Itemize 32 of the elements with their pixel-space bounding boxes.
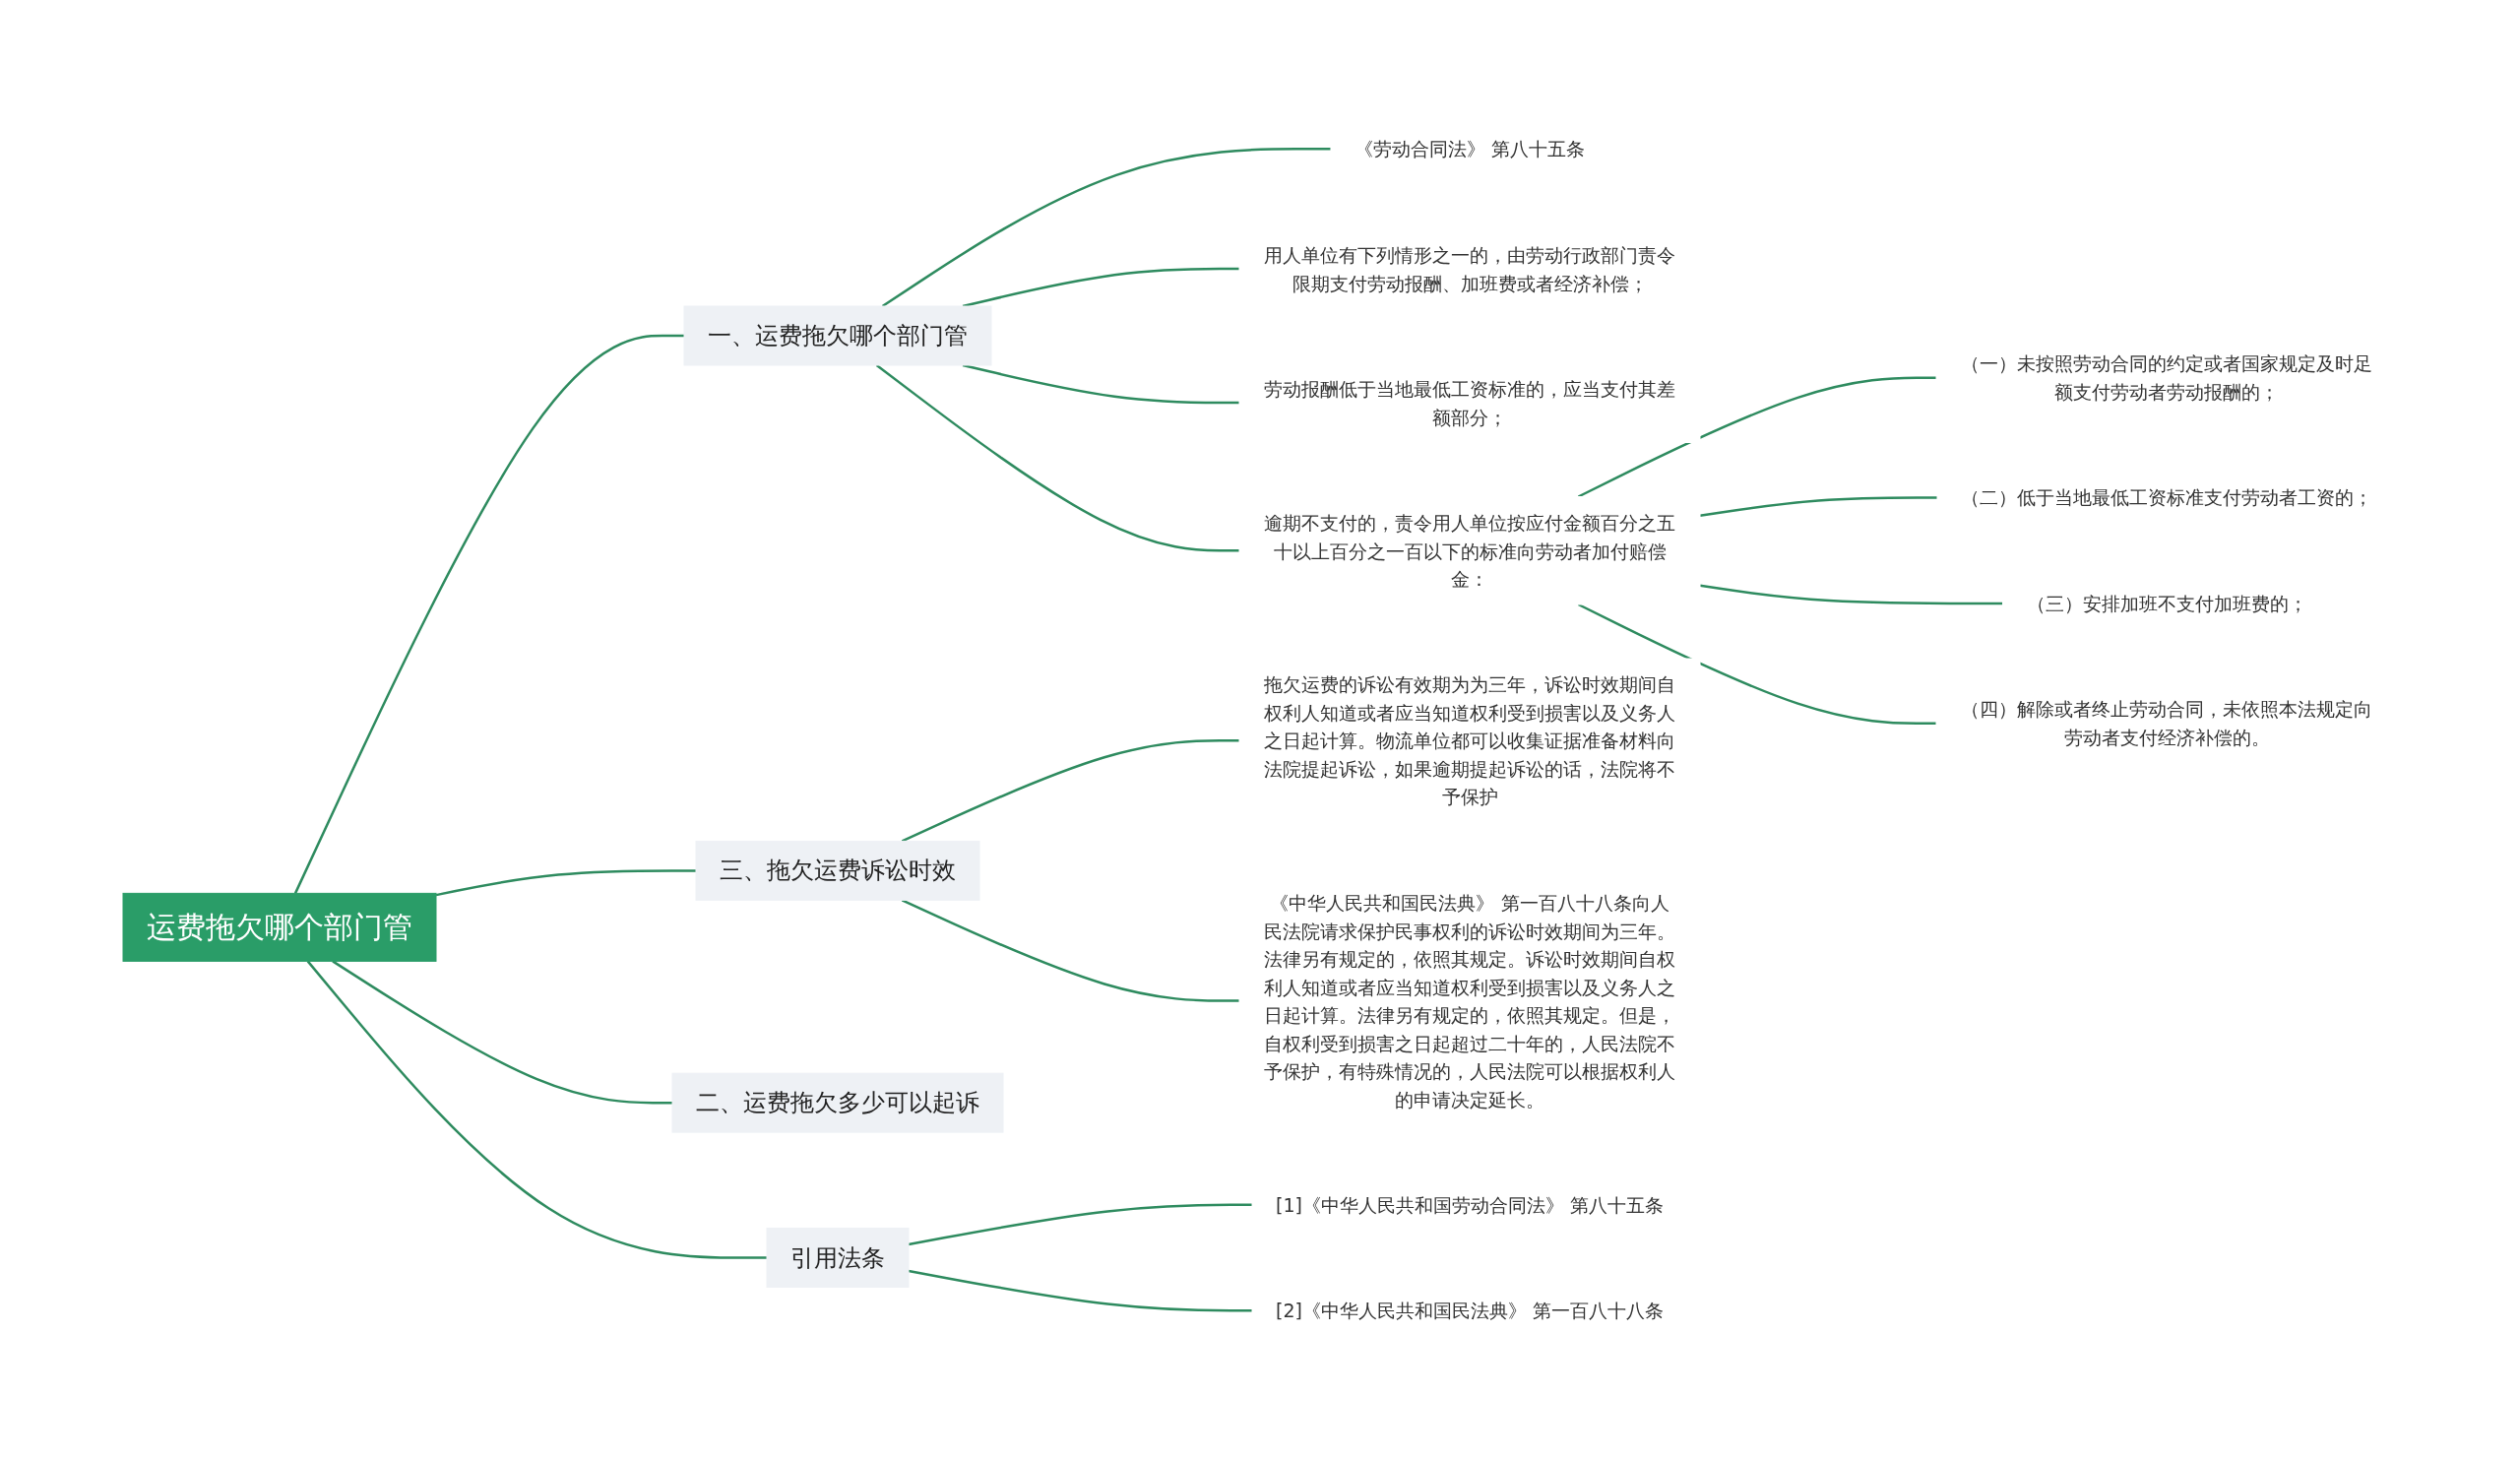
connector xyxy=(1699,584,2003,605)
node-box: 二、运费拖欠多少可以起诉 xyxy=(671,1072,1004,1133)
node-text: 用人单位有下列情形之一的，由劳动行政部门责令限期支付劳动报酬、加班费或者经济补偿； xyxy=(1264,243,1675,294)
connector xyxy=(908,1203,1252,1246)
connector xyxy=(435,869,696,897)
node-text: 《中华人民共和国民法典》 第一百八十八条向人民法院请求保护民事权利的诉讼时效期间为三年。法律另有规定的，依照其规定。诉讼时效期间自权利人知道或者应当知道权利受到损害以及义务人之日起计算。法律另有规定的，依照其规定。但是，自权利受到损害之日起超过二十年的，人民法院不予保护，有特殊情况的，人民法院可以根据权利人的申请决定延长。 xyxy=(1264,891,1675,1111)
node-text: 拖欠运费的诉讼有效期为为三年，诉讼时效期间自权利人知道或者应当知道权利受到损害以及义务人之日起计算。物流单位都可以收集证据准备材料向法院提起诉讼，如果逾期提起诉讼的话，法院将不予保护 xyxy=(1264,673,1675,808)
connector xyxy=(881,148,1331,308)
node-text: （二）低于当地最低工资标准支付劳动者工资的； xyxy=(1961,486,2372,509)
node-text: [1]《中华人民共和国劳动合同法》 第八十五条 xyxy=(1276,1193,1664,1216)
connector xyxy=(306,960,767,1259)
node-text: （一）未按照劳动合同的约定或者国家规定及时足额支付劳动者劳动报酬的； xyxy=(1961,352,2372,403)
node-text: （三）安排加班不支付加班费的； xyxy=(2026,593,2307,614)
node-text: 《劳动合同法》 第八十五条 xyxy=(1354,138,1586,160)
connector xyxy=(901,899,1239,1002)
connector xyxy=(332,960,672,1105)
connector xyxy=(1577,603,1936,726)
connector xyxy=(1577,376,1936,498)
node-box: 一、运费拖欠哪个部门管 xyxy=(683,305,992,366)
connector xyxy=(962,268,1239,308)
connector xyxy=(1699,496,1937,518)
node-text: 逾期不支付的，责令用人单位按应付金额百分之五十以上百分之一百以下的标准向劳动者加付赔偿金： xyxy=(1264,511,1675,590)
node-box: 引用法条 xyxy=(766,1228,910,1289)
connector xyxy=(875,364,1239,552)
connector xyxy=(901,739,1239,843)
node-box: 三、拖欠运费诉讼时效 xyxy=(695,841,980,902)
node-box: 运费拖欠哪个部门管 xyxy=(122,893,437,963)
connector xyxy=(908,1269,1252,1312)
connector xyxy=(293,335,684,895)
node-text: 劳动报酬低于当地最低工资标准的，应当支付其差额部分； xyxy=(1264,377,1675,428)
node-text: [2]《中华人民共和国民法典》 第一百八十八条 xyxy=(1276,1300,1664,1322)
node-text: （四）解除或者终止劳动合同，未依照本法规定向劳动者支付经济补偿的。 xyxy=(1961,698,2372,748)
